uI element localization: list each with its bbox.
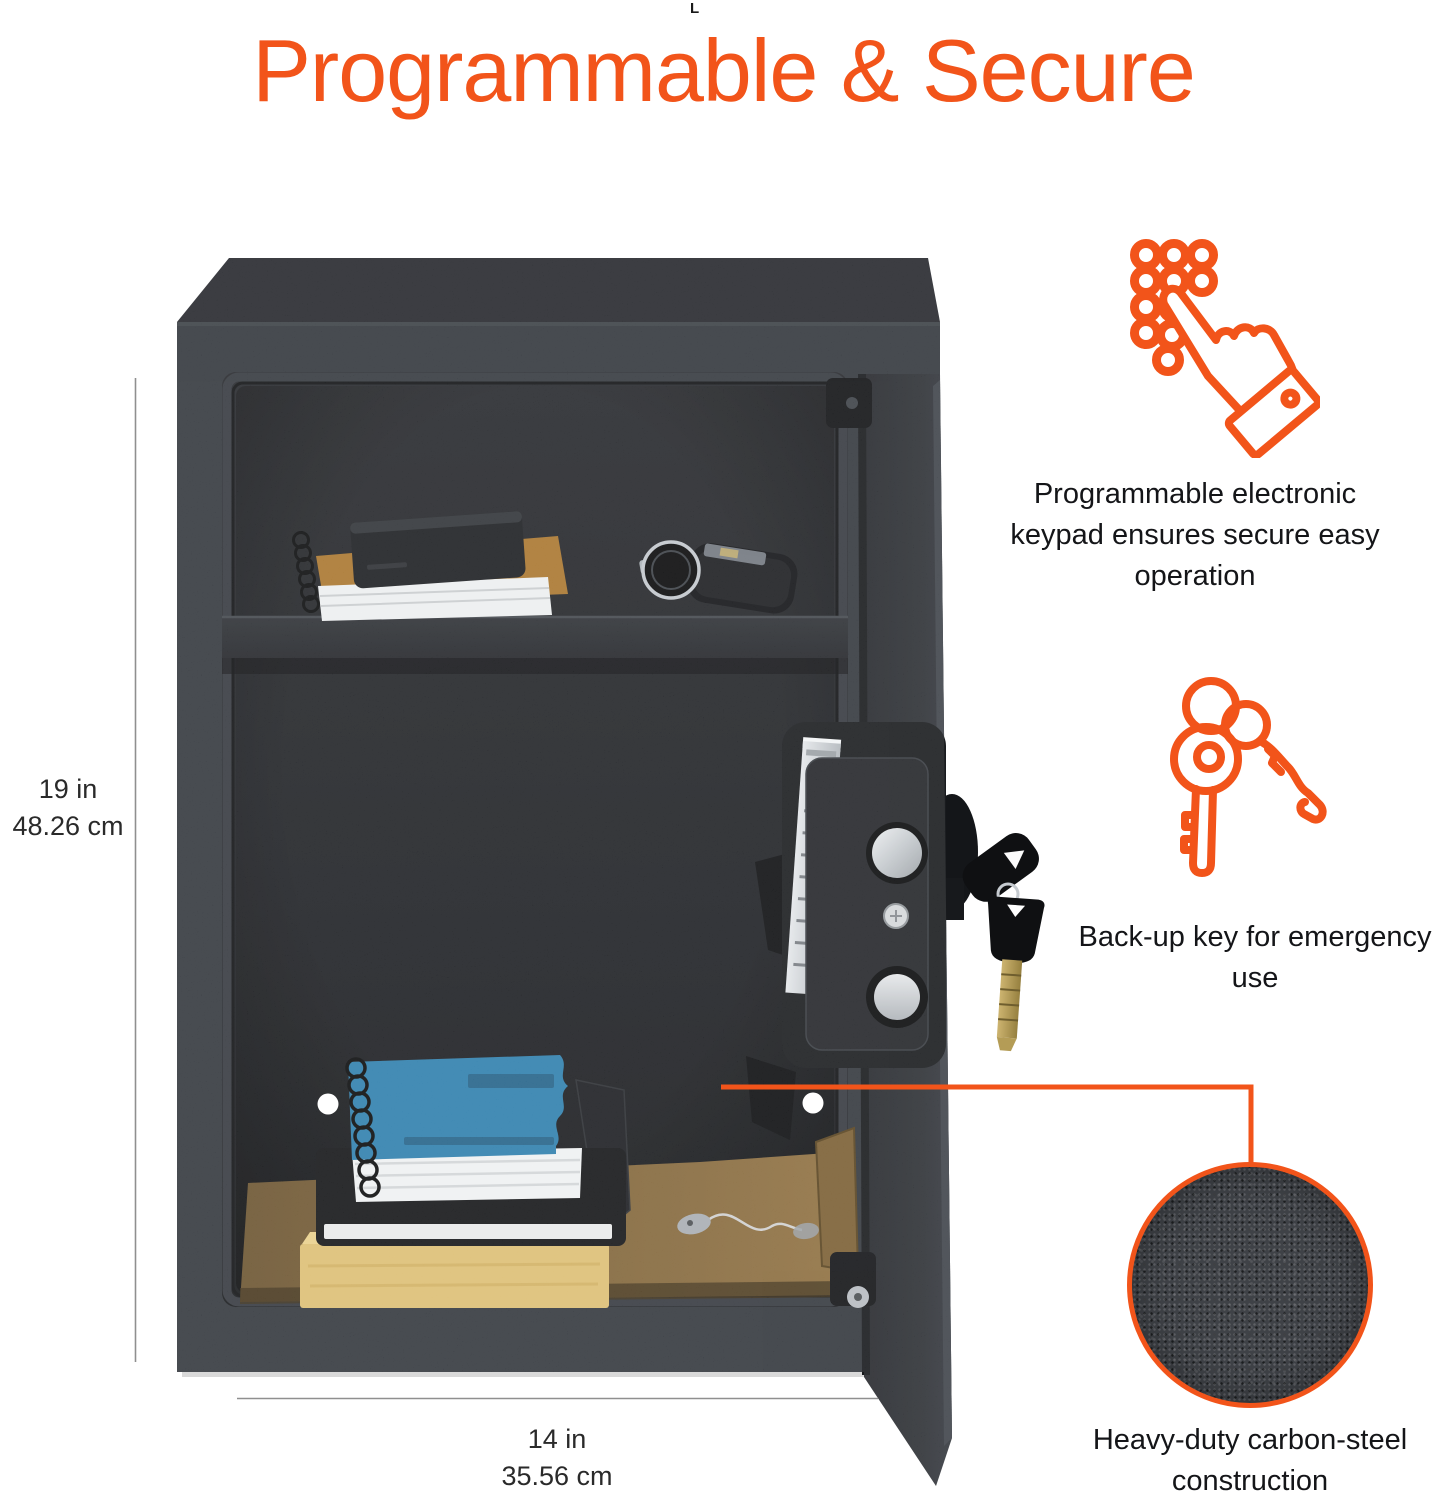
safe-floor-shadow	[182, 1372, 934, 1377]
width-metric: 35.56 cm	[501, 1461, 613, 1491]
width-dimension-label: 14 in 35.56 cm	[457, 1421, 657, 1495]
keypad-press-icon	[1130, 239, 1320, 458]
height-imperial: 19 in	[38, 774, 98, 804]
width-imperial: 14 in	[527, 1424, 587, 1454]
steel-callout-line	[721, 1084, 1254, 1166]
feature-text-key: Back-up key for emergency use	[1078, 921, 1432, 994]
feature-text-keypad: Programmable electronic keypad ensures s…	[1010, 478, 1380, 592]
page-title: Programmable & Secure	[252, 21, 1196, 120]
height-dimension-label: 19 in 48.26 cm	[8, 771, 128, 845]
backup-keys	[962, 833, 1045, 1052]
backup-keys-icon	[1170, 677, 1327, 877]
steel-texture-swatch	[1127, 1162, 1373, 1408]
height-metric: 48.26 cm	[12, 811, 124, 841]
stray-mark: L	[690, 0, 700, 17]
feature-text-steel: Heavy-duty carbon-steel construction	[1092, 1424, 1408, 1497]
